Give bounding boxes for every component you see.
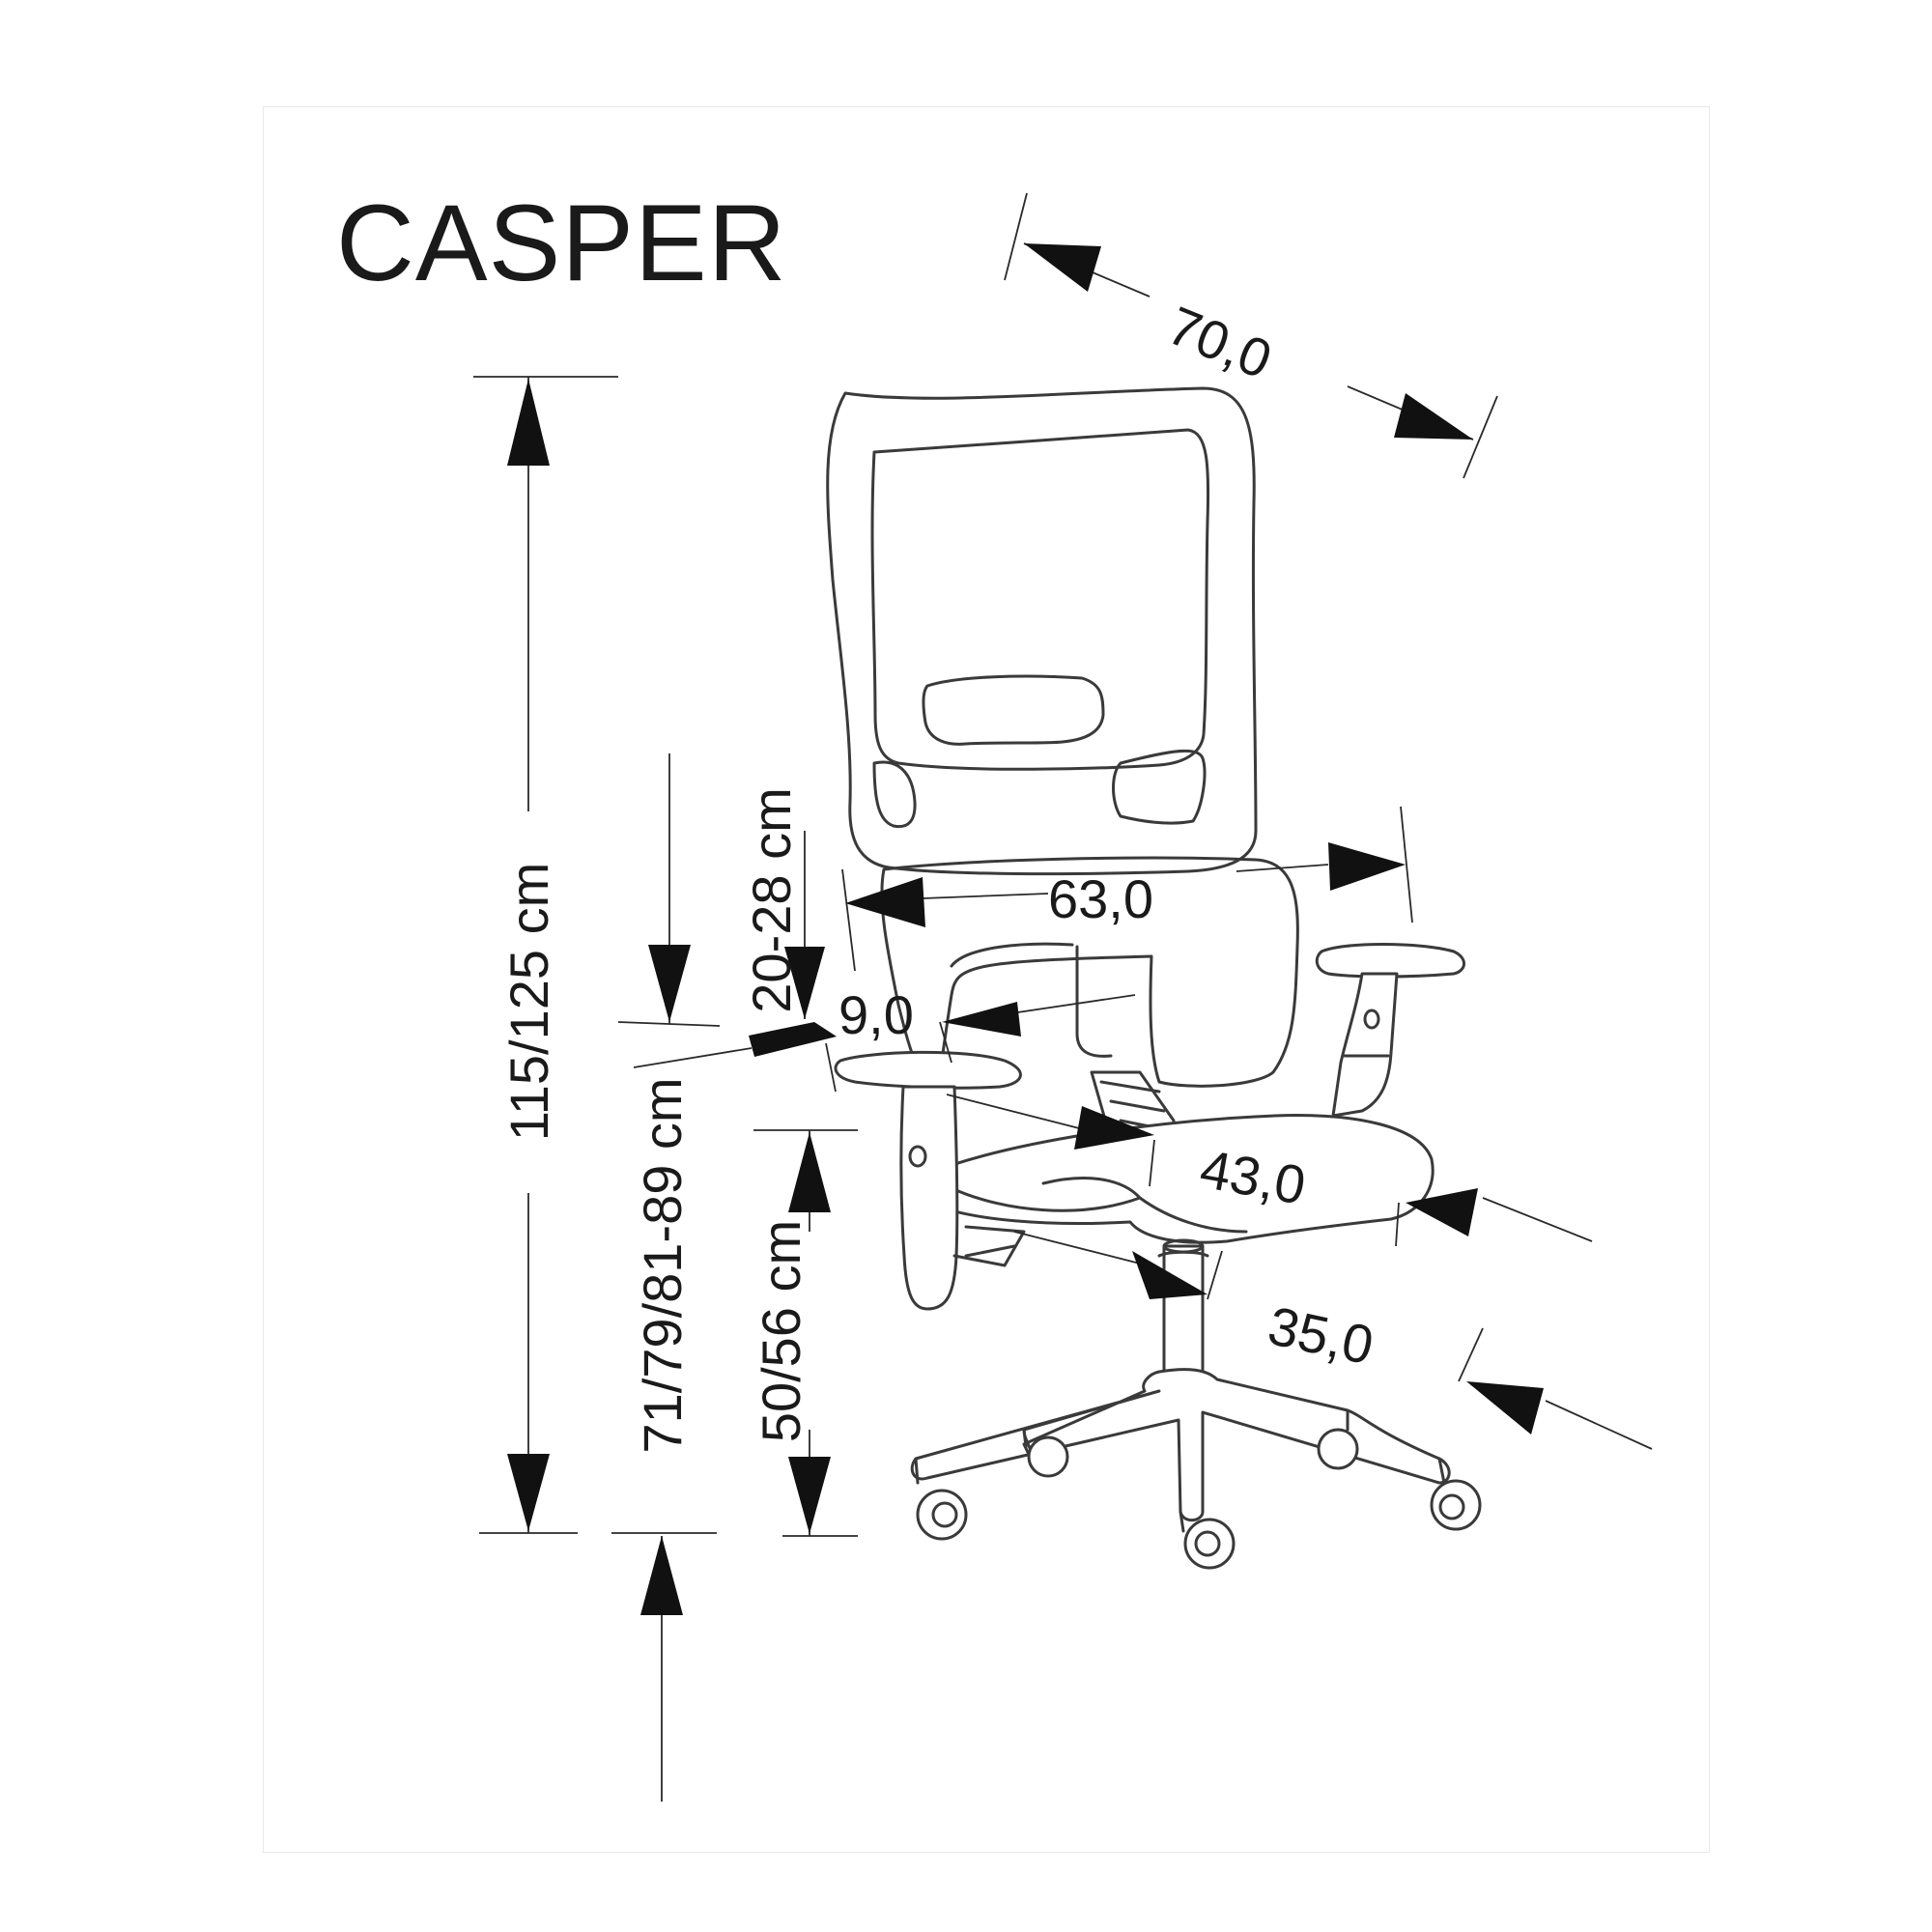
dim-label-seat-width: 35,0 <box>1264 1294 1379 1376</box>
backrest-outer <box>826 386 1258 876</box>
dim-label-armrest-height: 71/79/81-89 cm <box>632 1077 693 1453</box>
gas-lift <box>1162 1244 1205 1378</box>
dim-label-depth-overall: 70,0 <box>1160 295 1281 390</box>
dim-label-lumbar-range: 20-28 cm <box>741 787 802 1012</box>
lumbar-support <box>922 674 1105 746</box>
dim-armrest-height: 71/79/81-89 cm <box>611 753 721 1802</box>
dim-lumbar-range: 20-28 cm <box>633 787 837 1068</box>
armrest-right-pad <box>1315 943 1465 979</box>
armrest-left-post <box>899 1085 959 1311</box>
back-slot-right <box>1112 749 1207 825</box>
dim-armrest-width: 9,0 <box>825 984 1136 1093</box>
dim-height-total: 115/125 cm <box>473 376 618 1534</box>
armrest-left-pad <box>834 1050 1022 1090</box>
dim-seat-height: 50/56 cm <box>751 1129 858 1537</box>
seat <box>918 1114 1435 1244</box>
diagram-frame <box>263 106 1710 1853</box>
product-title: CASPER <box>336 183 787 303</box>
seat-front-edge <box>950 1186 1248 1234</box>
backrest-inner <box>870 428 1210 771</box>
back-slot-left <box>872 760 917 829</box>
dim-label-seat-height: 50/56 cm <box>751 1220 811 1442</box>
dim-seat-width: 35,0 <box>1264 1188 1653 1450</box>
caster-wheels <box>916 1428 1482 1570</box>
dim-width-overall: 63,0 <box>841 806 1413 972</box>
armrest-right-post <box>1331 972 1399 1118</box>
dim-label-height-total: 115/125 cm <box>498 863 559 1141</box>
chair-illustration <box>826 386 1482 1570</box>
dim-label-width-overall: 63,0 <box>1048 868 1153 929</box>
base-star <box>910 1368 1451 1522</box>
dim-label-armrest-width: 9,0 <box>838 984 914 1045</box>
